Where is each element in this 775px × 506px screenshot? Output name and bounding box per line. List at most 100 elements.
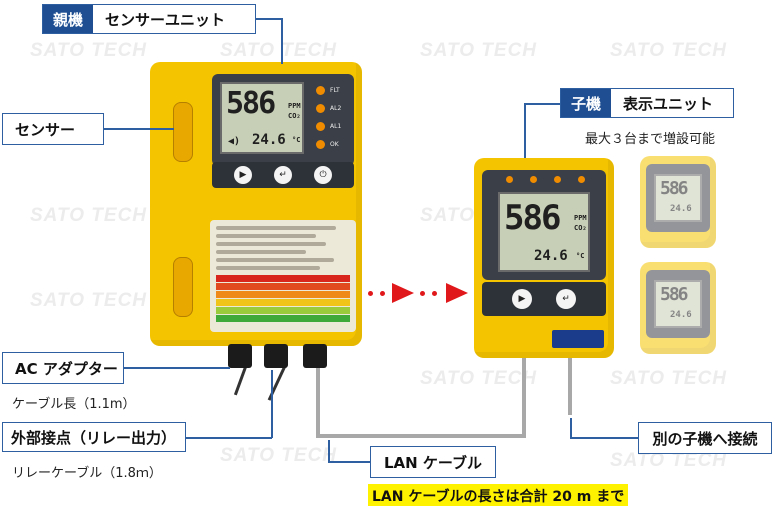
display-unit: 586 PPM CO₂ 24.6 °C ▶ ↵ — [474, 158, 614, 358]
led-flt — [506, 176, 513, 183]
display-panel: 586 PPM CO₂ 24.6 °C — [482, 170, 606, 280]
ac-adapter-label: AC アダプター — [15, 359, 118, 378]
gas-label: CO₂ — [574, 224, 587, 232]
lcd-screen: 586 24.6 — [654, 174, 702, 222]
parent-name: センサーユニット — [105, 10, 226, 29]
leader-line — [570, 418, 572, 438]
power-button[interactable]: ⏻ — [314, 166, 332, 184]
leader-line — [524, 103, 560, 105]
co2-value: 586 — [660, 178, 688, 199]
temperature-unit: °C — [576, 252, 585, 260]
led-al1 — [554, 176, 561, 183]
cable-gland — [303, 344, 327, 368]
display-panel: 586 PPM CO₂ 24.6 °C ◀) FLT AL2 AL1 OK — [212, 74, 354, 166]
co2-value: 586 — [226, 86, 276, 121]
watermark: SATO TECH — [220, 445, 338, 466]
legend-text-line — [216, 266, 320, 270]
button-bar: ▶ ↵ ⏻ — [212, 162, 354, 188]
legend-text-line — [216, 234, 316, 238]
lan-cable-up — [522, 355, 526, 438]
temperature-value: 24.6 — [670, 204, 692, 214]
ac-adapter-callout: AC アダプター — [2, 352, 124, 384]
child-name: 表示ユニット — [623, 94, 714, 113]
play-button[interactable]: ▶ — [512, 289, 532, 309]
leader-line — [186, 437, 272, 439]
sensor-unit: 586 PPM CO₂ 24.6 °C ◀) FLT AL2 AL1 OK ▶ … — [150, 62, 362, 346]
enter-button[interactable]: ↵ — [556, 289, 576, 309]
led-al2 — [316, 104, 325, 113]
legend-text-line — [216, 258, 334, 262]
instruction-legend — [210, 220, 356, 332]
additional-display-unit: 586 24.6 — [640, 262, 716, 354]
parent-unit-callout: 親機 センサーユニット — [42, 4, 256, 34]
watermark: SATO TECH — [610, 40, 728, 61]
led-ok — [578, 176, 585, 183]
led-al2 — [530, 176, 537, 183]
arrow-dot — [420, 291, 425, 296]
arrow-icon — [446, 283, 468, 303]
child-tag: 子機 — [561, 89, 612, 117]
gas-label: CO₂ — [288, 112, 301, 120]
lcd-screen: 586 24.6 — [654, 280, 702, 328]
leader-line — [124, 367, 230, 369]
legend-text-line — [216, 242, 326, 246]
relay-cable — [316, 360, 320, 438]
enter-button[interactable]: ↵ — [274, 166, 292, 184]
network-port — [552, 330, 604, 348]
sensor-port — [173, 102, 193, 162]
extension-cable — [568, 355, 572, 415]
temperature-value: 24.6 — [252, 132, 286, 148]
co2-unit: PPM — [288, 102, 301, 110]
bell-icon: ◀) — [228, 136, 241, 147]
play-button[interactable]: ▶ — [234, 166, 252, 184]
led-label: FLT — [330, 87, 340, 94]
temperature-unit: °C — [292, 136, 301, 144]
watermark: SATO TECH — [420, 368, 538, 389]
watermark: SATO TECH — [220, 40, 338, 61]
watermark: SATO TECH — [30, 205, 148, 226]
legend-band-orange — [216, 291, 350, 298]
led-label: OK — [330, 141, 339, 148]
led-label: AL2 — [330, 105, 342, 112]
watermark: SATO TECH — [610, 368, 728, 389]
legend-band-lightgreen — [216, 307, 350, 314]
legend-text-line — [216, 226, 336, 230]
co2-value: 586 — [504, 198, 561, 238]
child-unit-callout: 子機 表示ユニット — [560, 88, 734, 118]
co2-value: 586 — [660, 284, 688, 305]
leader-line — [328, 440, 330, 462]
leader-line — [328, 461, 370, 463]
sensor-port-lower — [173, 257, 193, 317]
watermark: SATO TECH — [420, 40, 538, 61]
arrow-dot — [432, 291, 437, 296]
other-child-callout: 別の子機へ接続 — [638, 422, 772, 454]
co2-unit: PPM — [574, 214, 587, 222]
relay-cable-length: リレーケーブル（1.8ｍ） — [12, 466, 162, 481]
temperature-value: 24.6 — [670, 310, 692, 320]
relay-label: 外部接点（リレー出力） — [11, 428, 177, 447]
lcd-screen: 586 PPM CO₂ 24.6 °C — [498, 192, 590, 272]
watermark: SATO TECH — [30, 40, 148, 61]
lan-length-note: LAN ケーブルの長さは合計 20 m まで — [368, 484, 629, 506]
leader-line — [281, 18, 283, 64]
display-panel: 586 24.6 — [646, 164, 710, 232]
cable-gland — [264, 344, 288, 368]
arrow-dot — [380, 291, 385, 296]
arrow-dot — [368, 291, 373, 296]
legend-band-red — [216, 283, 350, 290]
ac-adapter-cable-length: ケーブル長（1.1m） — [12, 397, 136, 412]
legend-band-green — [216, 315, 350, 322]
additional-display-unit: 586 24.6 — [640, 156, 716, 248]
led-flt — [316, 86, 325, 95]
legend-band-yellow — [216, 299, 350, 306]
sensor-callout: センサー — [2, 113, 104, 145]
cable-gland — [228, 344, 252, 368]
leader-line — [256, 18, 282, 20]
leader-line — [104, 128, 174, 130]
lan-cable — [316, 434, 526, 438]
watermark: SATO TECH — [610, 450, 728, 471]
led-ok — [316, 140, 325, 149]
arrow-icon — [392, 283, 414, 303]
legend-text-line — [216, 250, 306, 254]
leader-line — [570, 437, 638, 439]
